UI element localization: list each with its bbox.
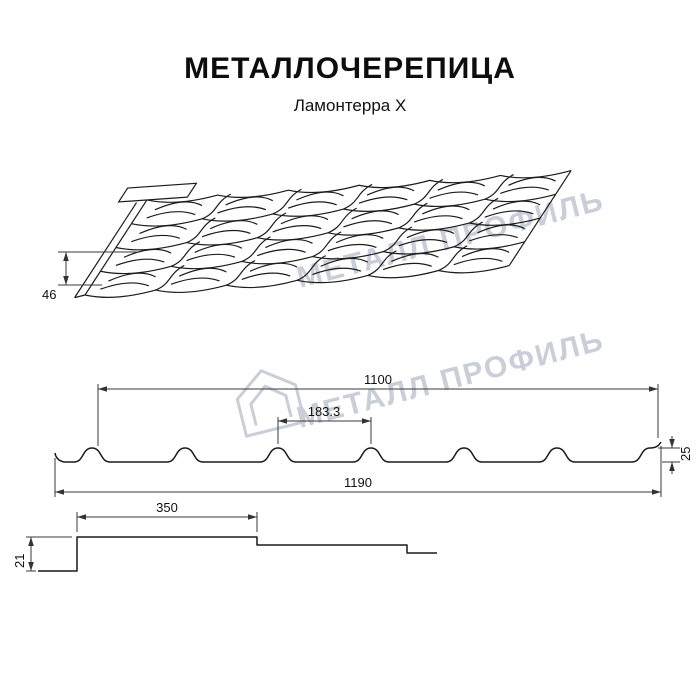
dimension-profile-height: 25	[658, 436, 693, 474]
page-subtitle: Ламонтерра X	[293, 96, 407, 115]
dim-label-roof-step: 46	[42, 287, 56, 302]
dim-label-module-length: 350	[156, 500, 178, 515]
dim-label-wave-pitch: 183.3	[308, 404, 341, 419]
dimension-wave-pitch: 183.3	[277, 404, 372, 444]
watermark-text: МЕТАЛЛ ПРОФИЛЬ	[293, 324, 607, 435]
roof-rake-board-bottom	[75, 295, 85, 298]
dim-label-cover-width: 1100	[364, 372, 392, 387]
dimension-roof-step: 46	[42, 251, 140, 302]
dim-label-full-width: 1190	[344, 475, 372, 490]
dim-label-profile-height: 25	[678, 447, 693, 461]
profile-module-section	[38, 536, 437, 572]
page-title: МЕТАЛЛОЧЕРЕПИЦА	[184, 52, 516, 85]
profile-cross-section	[54, 441, 662, 463]
roof-rake-board	[75, 203, 137, 298]
metall-profil-logo-icon	[235, 369, 307, 438]
watermark-text: МЕТАЛЛ ПРОФИЛЬ	[293, 184, 607, 295]
dimension-module-length: 350	[76, 500, 258, 532]
dimension-cover-width: 1100	[97, 372, 659, 446]
dimension-full-width: 1190	[54, 446, 662, 497]
roof-left-edge	[85, 200, 147, 295]
dimension-module-step: 21	[12, 536, 72, 572]
roof-ridge-plank	[119, 183, 197, 202]
roof-right-edge	[509, 171, 571, 266]
watermark: МЕТАЛЛ ПРОФИЛЬ МЕТАЛЛ ПРОФИЛЬ	[235, 184, 608, 438]
roof-perspective-view	[54, 157, 580, 302]
dim-label-module-step: 21	[12, 554, 27, 568]
